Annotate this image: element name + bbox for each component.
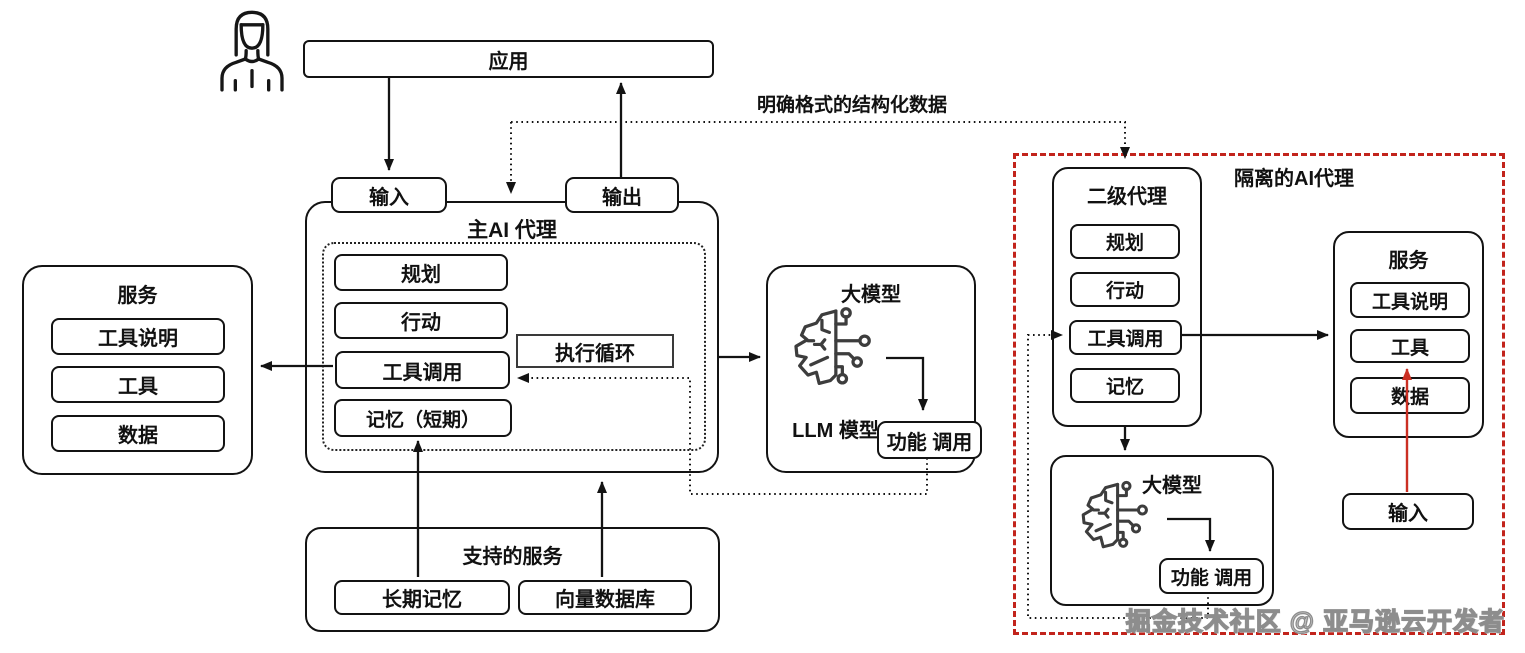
main-output-node: 输出 — [565, 177, 679, 213]
application-node: 应用 — [303, 40, 714, 78]
isolated-input-node: 输入 — [1342, 493, 1474, 530]
service-left-data: 数据 — [51, 415, 225, 452]
main-agent-short-memory: 记忆（短期） — [334, 399, 512, 437]
isolated-llm-function-call: 功能 调用 — [1159, 558, 1264, 594]
service-left-title: 服务 — [117, 285, 158, 307]
support-services-node: 支持的服务 长期记忆 向量数据库 — [305, 527, 720, 632]
application-label: 应用 — [488, 50, 529, 73]
service-right-tool-desc: 工具说明 — [1350, 282, 1470, 318]
service-right-tool: 工具 — [1350, 329, 1470, 363]
main-input-node: 输入 — [331, 177, 447, 213]
secondary-agent-title: 二级代理 — [1087, 186, 1167, 208]
vector-db-node: 向量数据库 — [518, 580, 692, 615]
execution-loop-label: 执行循环 — [516, 334, 674, 368]
service-right-data: 数据 — [1350, 377, 1470, 414]
structured-data-note: 明确格式的结构化数据 — [756, 95, 947, 116]
service-right-title: 服务 — [1388, 250, 1429, 272]
main-agent-node: 主AI 代理 规划 行动 工具调用 记忆（短期） 执行循环 — [305, 201, 719, 473]
main-agent-planning: 规划 — [334, 254, 508, 291]
secondary-agent-planning: 规划 — [1070, 224, 1180, 259]
main-agent-inner-loop-region — [322, 242, 706, 451]
service-left-node: 服务 工具说明 工具 数据 — [22, 265, 253, 475]
main-agent-title: 主AI 代理 — [467, 219, 557, 242]
llm-main-title: 大模型 — [841, 284, 901, 306]
service-left-tool: 工具 — [51, 366, 225, 403]
secondary-agent-action: 行动 — [1070, 272, 1180, 307]
secondary-agent-memory: 记忆 — [1070, 368, 1180, 403]
main-agent-action: 行动 — [334, 302, 508, 339]
watermark-text: 掘金技术社区 @ 亚马逊云开发者 — [1125, 607, 1505, 636]
support-services-title: 支持的服务 — [462, 546, 563, 568]
secondary-agent-node: 二级代理 规划 行动 工具调用 记忆 — [1052, 167, 1202, 427]
service-right-node: 服务 工具说明 工具 数据 — [1333, 231, 1484, 438]
isolated-agent-region — [1013, 153, 1505, 635]
llm-main-function-call: 功能 调用 — [877, 421, 982, 459]
long-term-memory-node: 长期记忆 — [334, 580, 510, 615]
main-agent-tool-call: 工具调用 — [335, 351, 510, 389]
person-icon — [220, 10, 284, 92]
brain-circuit-icon — [794, 307, 871, 386]
brain-circuit-icon — [1081, 480, 1148, 549]
service-left-tool-desc: 工具说明 — [51, 318, 225, 355]
secondary-agent-tool-call: 工具调用 — [1069, 320, 1182, 355]
isolated-agent-title: 隔离的AI代理 — [1234, 168, 1354, 190]
